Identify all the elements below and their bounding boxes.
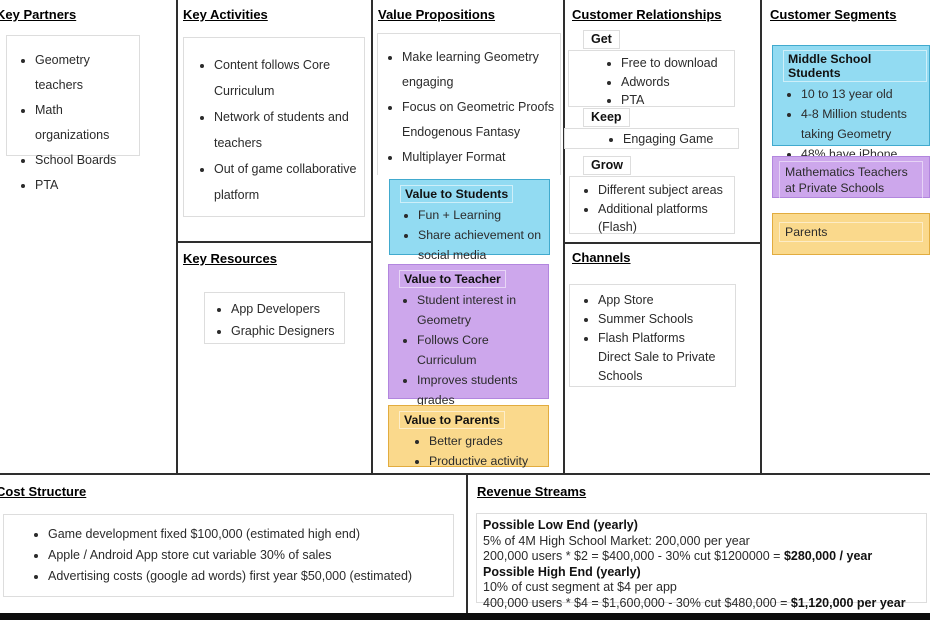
- cost-structure-list: Game development fixed $100,000 (estimat…: [3, 514, 454, 597]
- value-to-parents-box: Value to Parents Better grades Productiv…: [388, 405, 549, 468]
- value-to-teacher-title: Value to Teacher: [399, 270, 506, 288]
- list-item: Network of students and teachers: [214, 104, 360, 156]
- list-item: 4-8 Million students taking Geometry: [801, 104, 927, 144]
- value-propositions-list: Make learning Geometry engaging Focus on…: [377, 33, 561, 175]
- value-to-parents-title: Value to Parents: [399, 411, 505, 429]
- teachers-segment-label: Mathematics Teachers at Private Schools: [779, 161, 923, 199]
- key-partners-title: Key Partners: [0, 7, 77, 22]
- grid-line-row-divider: [0, 473, 930, 475]
- list-item: Apple / Android App store cut variable 3…: [48, 545, 449, 566]
- channels-title: Channels: [572, 250, 631, 265]
- list-item: Flash Platforms: [598, 329, 733, 348]
- list-item: Student interest in Geometry: [417, 290, 544, 330]
- list-item: Engaging Game: [623, 130, 736, 149]
- list-item: Content follows Core Curriculum: [214, 52, 360, 104]
- grid-line-cost-revenue: [466, 475, 468, 613]
- list-item: Direct Sale to Private Schools: [598, 350, 716, 383]
- grid-line-vertical-3: [563, 0, 565, 473]
- list-item: Game development fixed $100,000 (estimat…: [48, 524, 449, 545]
- customer-segments-title: Customer Segments: [770, 7, 897, 22]
- revenue-line: 10% of cust segment at $4 per app: [483, 580, 677, 594]
- value-to-students-box: Value to Students Fun + Learning Share a…: [389, 179, 550, 262]
- list-item: Different subject areas: [598, 181, 732, 200]
- key-resources-list: App Developers Graphic Designers: [204, 292, 345, 344]
- grid-line-relationships-channels: [563, 242, 762, 244]
- revenue-line: 200,000 users * $2 = $400,000 - 30% cut …: [483, 549, 920, 580]
- revenue-text: 200,000 users * $2 = $400,000 - 30% cut …: [483, 549, 784, 563]
- list-item: Out of game collaborative platform: [214, 156, 360, 208]
- revenue-text: 400,000 users * $4 = $1,600,000 - 30% cu…: [483, 595, 791, 610]
- revenue-line: 5% of 4M High School Market: 200,000 per…: [483, 533, 750, 548]
- parents-segment-box: Parents: [772, 213, 930, 255]
- parents-segment-label: Parents: [779, 222, 923, 242]
- keep-label: Keep: [583, 108, 630, 127]
- grid-line-vertical-2: [371, 0, 373, 473]
- revenue-text-bold: $280,000 / year Possible High End (yearl…: [483, 549, 873, 579]
- channels-list: App Store Summer Schools Flash Platforms…: [569, 284, 736, 387]
- revenue-streams-box: Possible Low End (yearly) 5% of 4M High …: [476, 513, 927, 610]
- list-item: Better grades: [429, 431, 544, 451]
- canvas-bottom-border: [0, 613, 930, 620]
- teachers-segment-box: Mathematics Teachers at Private Schools: [772, 156, 930, 199]
- cost-structure-title: Cost Structure: [0, 484, 87, 499]
- middle-school-students-title: Middle School Students: [783, 50, 927, 82]
- list-item: Summer Schools: [598, 310, 733, 329]
- list-item: School Boards: [35, 148, 133, 173]
- list-item: PTA: [621, 91, 732, 110]
- get-list: Free to download Adwords PTA: [568, 50, 735, 107]
- key-activities-list: Content follows Core Curriculum Network …: [183, 37, 365, 217]
- list-item: Fun + Learning: [418, 205, 545, 225]
- value-propositions-title: Value Propositions: [378, 7, 496, 22]
- key-partners-list: Geometry teachers Math organizations Sch…: [6, 35, 140, 192]
- revenue-streams-title: Revenue Streams: [477, 484, 587, 499]
- grid-line-vertical-4: [760, 0, 762, 473]
- middle-school-students-box: Middle School Students 10 to 13 year old…: [772, 45, 930, 161]
- revenue-line: Possible Low End (yearly): [483, 518, 638, 532]
- key-activities-title: Key Activities: [183, 7, 268, 22]
- list-item: Graphic Designers: [231, 320, 342, 342]
- list-item: PTA: [35, 173, 133, 198]
- customer-relationships-title: Customer Relationships: [572, 7, 722, 22]
- list-item: Adwords: [621, 73, 732, 92]
- list-item: Additional platforms (Flash): [598, 200, 732, 237]
- list-item: Math organizations: [35, 98, 133, 148]
- list-item: Make learning Geometry engaging: [402, 45, 558, 95]
- list-item: Geometry teachers: [35, 48, 133, 98]
- grid-line-activities-resources: [176, 241, 373, 243]
- value-to-students-title: Value to Students: [400, 185, 514, 203]
- list-item: Improves students grades: [417, 370, 544, 410]
- list-item: Share achievement on social media: [418, 225, 545, 265]
- keep-list: Engaging Game: [564, 128, 739, 149]
- list-item: 10 to 13 year old: [801, 84, 927, 104]
- grow-label: Grow: [583, 156, 631, 175]
- grid-line-vertical-1: [176, 0, 178, 473]
- list-item: Follows Core Curriculum: [417, 330, 544, 370]
- key-resources-title: Key Resources: [183, 251, 277, 266]
- list-item: Multiplayer Format: [402, 145, 558, 170]
- revenue-line: 400,000 users * $4 = $1,600,000 - 30% cu…: [483, 596, 920, 612]
- get-label: Get: [583, 30, 620, 49]
- revenue-text-bold: $1,120,000 per year: [790, 595, 906, 610]
- list-item: Free to download: [621, 54, 732, 73]
- value-to-teacher-box: Value to Teacher Student interest in Geo…: [388, 264, 549, 407]
- list-item: Focus on Geometric Proofs Endogenous Fan…: [402, 95, 558, 145]
- list-item: App Store: [598, 291, 733, 310]
- list-item: Productive activity: [429, 451, 544, 471]
- grow-list: Different subject areas Additional platf…: [569, 176, 735, 234]
- list-item: Advertising costs (google ad words) firs…: [48, 566, 449, 587]
- list-item: App Developers: [231, 298, 342, 320]
